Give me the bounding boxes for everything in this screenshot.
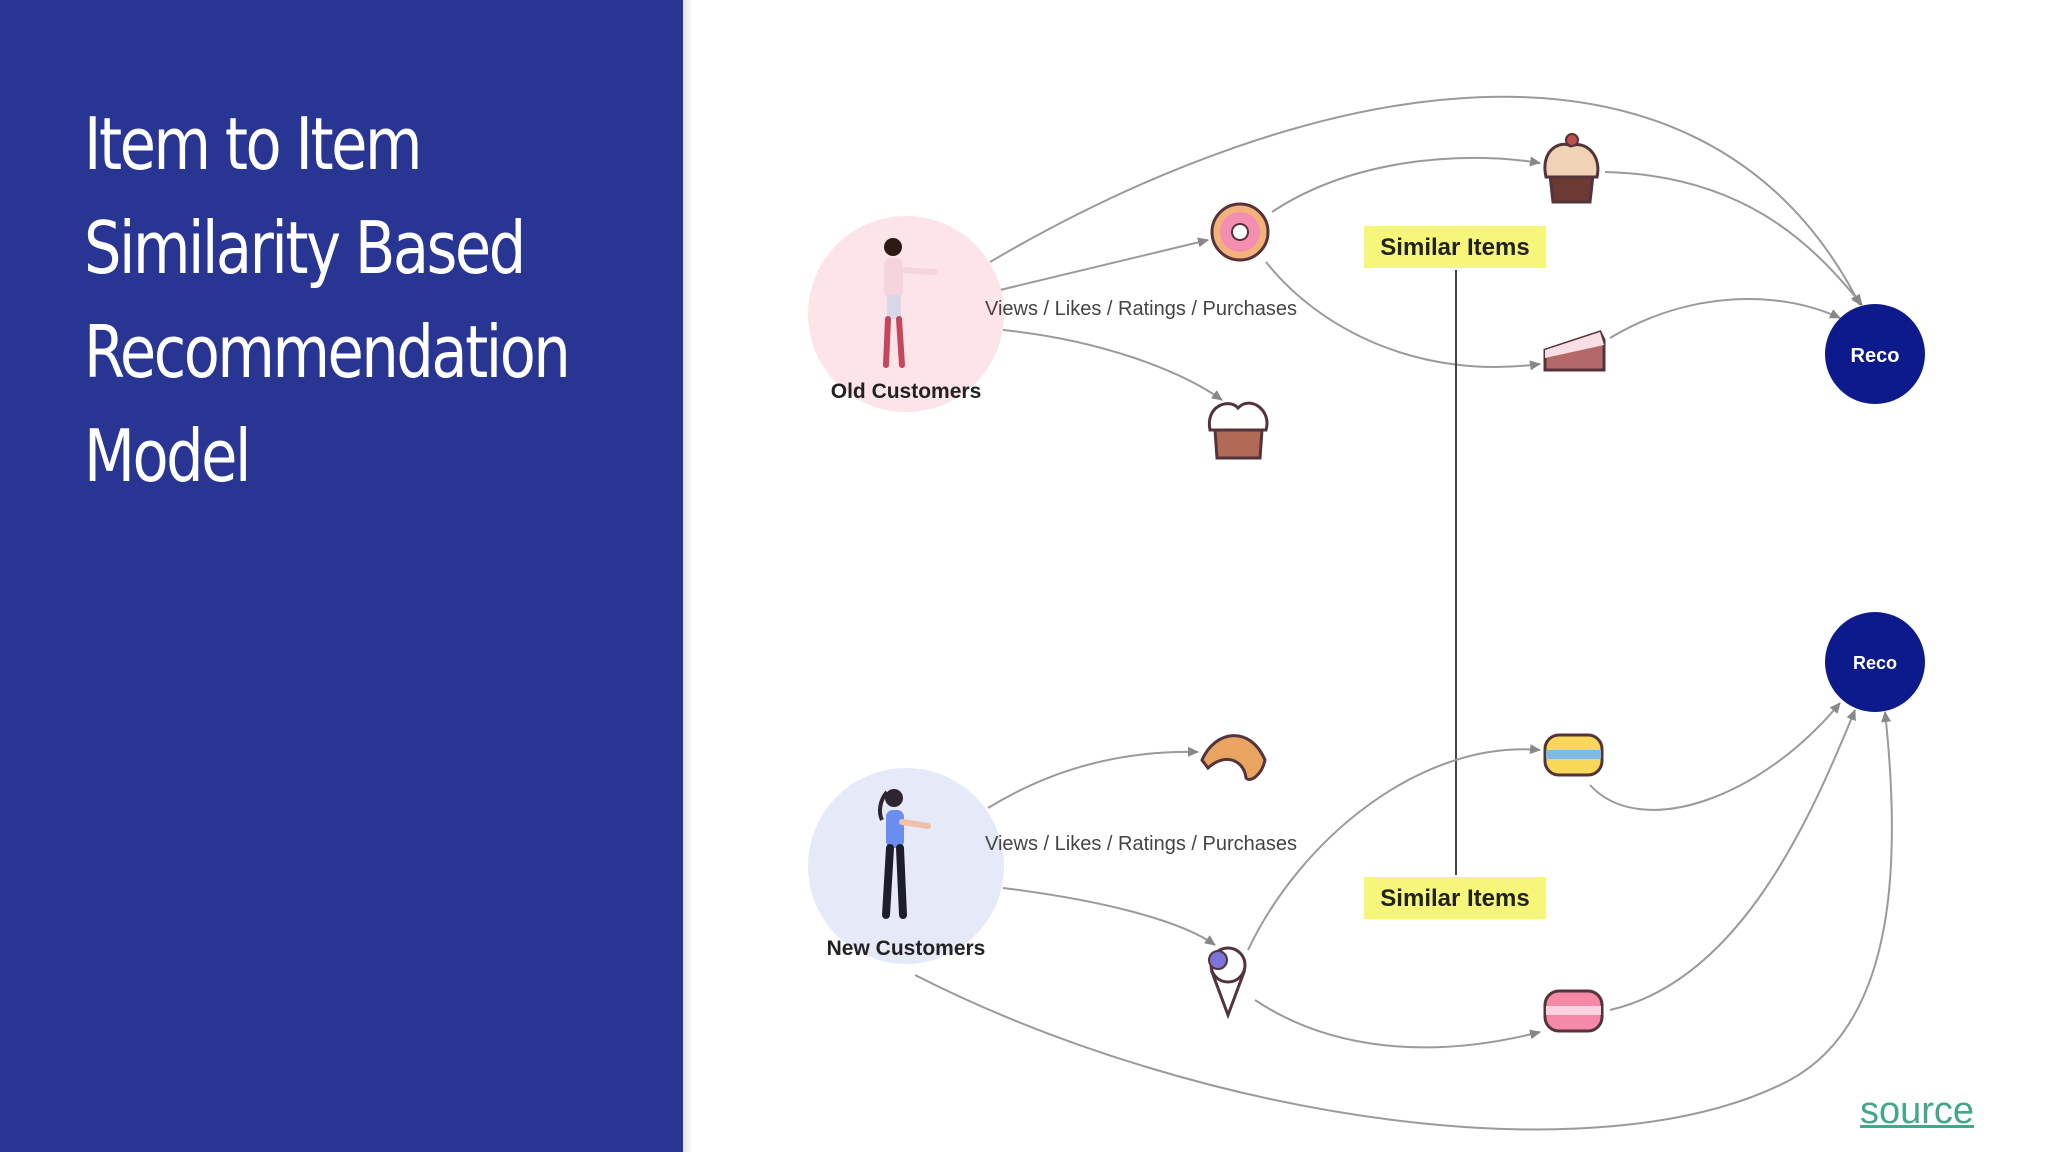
muffin-icon (1543, 133, 1600, 204)
old-customers-label: Old Customers (831, 380, 982, 403)
edge-cake-to-reco (1609, 298, 1841, 339)
recommendation-diagram: Old Customers New Customers Views / Like… (808, 95, 1925, 1131)
edge-new-to-reco-bottom (914, 711, 1893, 1131)
edge-new-to-croissant (987, 746, 1199, 809)
reco-node-bottom: Reco (1825, 612, 1925, 712)
slide-title: Item to Item Similarity Based Recommenda… (84, 102, 571, 498)
svg-text:Reco: Reco (1851, 345, 1900, 367)
woman-figure-icon (883, 238, 938, 368)
edge-old-to-cupcake (1002, 329, 1223, 401)
interaction-label-top: Views / Likes / Ratings / Purchases (985, 298, 1297, 320)
title-panel: Item to Item Similarity Based Recommenda… (0, 0, 683, 1152)
interaction-label-bottom: Views / Likes / Ratings / Purchases (985, 833, 1297, 855)
edge-macaron-yellow-to-reco (1589, 702, 1841, 811)
edge-donut-to-cake (1265, 261, 1541, 371)
source-link[interactable]: source (1860, 1090, 1975, 1132)
similar-items-bottom: Similar Items (1364, 877, 1546, 919)
cupcake-icon (1207, 401, 1269, 460)
croissant-icon (1200, 734, 1267, 781)
edge-old-to-reco-top (989, 95, 1861, 306)
new-customers-node: New Customers (808, 768, 1004, 964)
new-customers-label: New Customers (827, 937, 986, 960)
macaron-pink-icon (1543, 989, 1604, 1033)
panel-divider (683, 0, 693, 1152)
old-customers-node: Old Customers (808, 216, 1004, 412)
reco-node-top: Reco (1825, 304, 1925, 404)
similar-items-top: Similar Items (1364, 226, 1546, 268)
edge-icecream-to-macaron-yellow (1247, 744, 1541, 951)
cake-slice-icon (1543, 330, 1606, 372)
edge-macaron-pink-to-reco (1609, 709, 1856, 1011)
edge-muffin-to-reco (1604, 171, 1863, 306)
edge-new-to-icecream (1002, 887, 1216, 946)
edge-icecream-to-macaron-pink (1254, 999, 1541, 1049)
svg-text:Similar Items: Similar Items (1380, 234, 1529, 261)
woman-figure-blue-icon (877, 789, 931, 919)
connection-lines (914, 95, 1893, 1131)
svg-text:Similar Items: Similar Items (1380, 885, 1529, 912)
donut-icon (1210, 202, 1270, 262)
svg-text:Reco: Reco (1853, 653, 1897, 673)
macaron-yellow-icon (1543, 733, 1604, 777)
edge-donut-to-muffin (1271, 156, 1541, 213)
ice-cream-icon (1208, 946, 1247, 1020)
edge-old-to-donut (999, 237, 1209, 291)
